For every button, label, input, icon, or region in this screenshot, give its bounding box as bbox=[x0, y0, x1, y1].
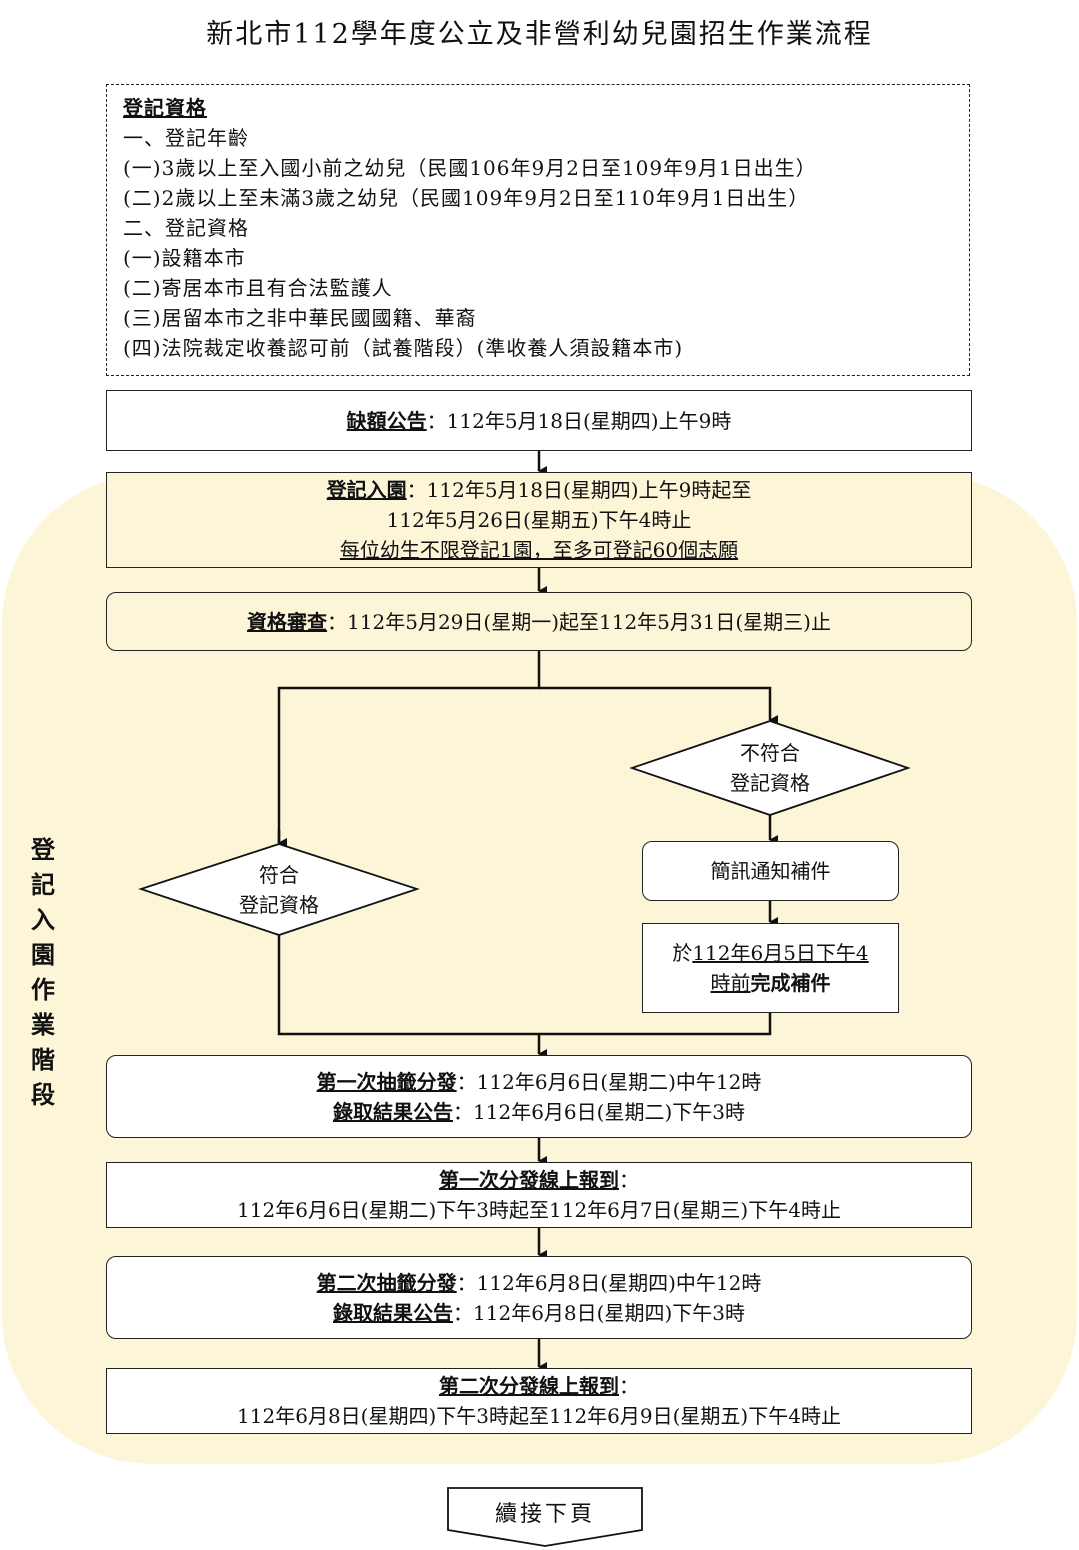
sms-text: 簡訊通知補件 bbox=[710, 859, 831, 883]
not-qualified-diamond bbox=[629, 720, 911, 816]
supplement-date2: 時前 bbox=[710, 971, 751, 995]
qualified-text: 符合 登記資格 bbox=[179, 860, 379, 920]
qualified-diamond bbox=[138, 843, 420, 936]
qualified-line2: 登記資格 bbox=[239, 893, 319, 917]
supplement-pre: 於 bbox=[672, 941, 693, 965]
page-title: 新北市112學年度公立及非營利幼兒園招生作業流程 bbox=[206, 19, 873, 50]
supplement-box: 於112年6月5日下午4 時前完成補件 bbox=[642, 923, 899, 1013]
not-qualified-line2: 登記資格 bbox=[730, 771, 810, 795]
sms-notice-box: 簡訊通知補件 bbox=[642, 841, 899, 901]
stage-label-char: 登 bbox=[31, 835, 55, 864]
stage-label-char: 記 bbox=[31, 870, 55, 899]
supplement-bold: 完成補件 bbox=[750, 971, 831, 995]
qualified-line1: 符合 bbox=[259, 863, 299, 887]
requirement-line: 二、登記資格 bbox=[123, 216, 249, 240]
merge-left-line bbox=[277, 935, 539, 1036]
requirement-line: (二)寄居本市且有合法監護人 bbox=[123, 276, 393, 300]
requirement-line: (四)法院裁定收養認可前（試養階段）(準收養人須設籍本市) bbox=[123, 336, 684, 360]
register-label: 登記入園 bbox=[326, 478, 407, 502]
report2-label: 第二次分發線上報到 bbox=[439, 1374, 619, 1398]
draw2-text1: ：112年6月8日(星期四)中午12時 bbox=[456, 1270, 762, 1295]
review-text: ：112年5月29日(星期一)起至112年5月31日(星期三)止 bbox=[327, 609, 831, 634]
draw2-label2: 錄取結果公告 bbox=[333, 1300, 454, 1325]
report2-colon: ： bbox=[619, 1374, 639, 1398]
review-box: 資格審查：112年5月29日(星期一)起至112年5月31日(星期三)止 bbox=[106, 592, 972, 651]
register-line3: 每位幼生不限登記1園，至多可登記60個志願 bbox=[339, 538, 739, 562]
vacancy-label: 缺額公告 bbox=[346, 408, 427, 433]
stage-label: 登 記 入 園 作 業 階 段 bbox=[28, 832, 58, 1112]
draw1-text1: ：112年6月6日(星期二)中午12時 bbox=[456, 1069, 762, 1094]
vacancy-announcement-box: 缺額公告：112年5月18日(星期四)上午9時 bbox=[106, 390, 972, 451]
first-report-box: 第一次分發線上報到： 112年6月6日(星期二)下午3時起至112年6月7日(星… bbox=[106, 1162, 972, 1228]
report1-colon: ： bbox=[619, 1168, 639, 1192]
branch-split-line bbox=[277, 651, 541, 843]
report1-text: 112年6月6日(星期二)下午3時起至112年6月7日(星期三)下午4時止 bbox=[237, 1198, 841, 1222]
stage-label-char: 入 bbox=[31, 905, 55, 934]
draw1-label1: 第一次抽籤分發 bbox=[316, 1069, 457, 1094]
branch-right-line bbox=[539, 686, 778, 725]
stage-label-char: 業 bbox=[31, 1010, 55, 1039]
draw1-text2: ：112年6月6日(星期二)下午3時 bbox=[453, 1099, 745, 1124]
stage-label-char: 階 bbox=[31, 1045, 55, 1074]
draw2-label1: 第二次抽籤分發 bbox=[316, 1270, 457, 1295]
requirements-box: 登記資格 一、登記年齡 (一)3歲以上至入國小前之幼兒（民國106年9月2日至1… bbox=[106, 84, 970, 376]
report2-text: 112年6月8日(星期四)下午3時起至112年6月9日(星期五)下午4時止 bbox=[237, 1404, 841, 1428]
not-qualified-text: 不符合 登記資格 bbox=[670, 738, 870, 798]
not-qualified-line1: 不符合 bbox=[740, 741, 800, 765]
supplement-date1: 112年6月5日下午4 bbox=[692, 941, 869, 965]
requirement-line: (一)設籍本市 bbox=[123, 246, 246, 270]
requirement-line: (二)2歲以上至未滿3歲之幼兒（民國109年9月2日至110年9月1日出生） bbox=[123, 186, 810, 210]
report1-label: 第一次分發線上報到 bbox=[439, 1168, 619, 1192]
requirement-line: 一、登記年齡 bbox=[123, 126, 249, 150]
review-label: 資格審查 bbox=[247, 609, 328, 634]
second-report-box: 第二次分發線上報到： 112年6月8日(星期四)下午3時起至112年6月9日(星… bbox=[106, 1368, 972, 1434]
stage-label-char: 作 bbox=[31, 975, 55, 1004]
continue-next-page: 續接下頁 bbox=[494, 1502, 595, 1527]
draw2-text2: ：112年6月8日(星期四)下午3時 bbox=[453, 1300, 745, 1325]
first-draw-box: 第一次抽籤分發：112年6月6日(星期二)中午12時 錄取結果公告：112年6月… bbox=[106, 1055, 972, 1138]
registration-box: 登記入園：112年5月18日(星期四)上午9時起至 112年5月26日(星期五)… bbox=[106, 472, 972, 568]
draw1-label2: 錄取結果公告 bbox=[333, 1099, 454, 1124]
requirement-line: (三)居留本市之非中華民國國籍、華裔 bbox=[123, 306, 477, 330]
requirement-line: (一)3歲以上至入國小前之幼兒（民國106年9月2日至109年9月1日出生） bbox=[123, 156, 817, 180]
stage-label-char: 園 bbox=[31, 940, 55, 969]
second-draw-box: 第二次抽籤分發：112年6月8日(星期四)中午12時 錄取結果公告：112年6月… bbox=[106, 1256, 972, 1339]
stage-label-char: 段 bbox=[31, 1080, 55, 1109]
requirements-heading: 登記資格 bbox=[123, 96, 207, 120]
merge-right-line bbox=[539, 1013, 772, 1036]
register-line1: ：112年5月18日(星期四)上午9時起至 bbox=[406, 478, 752, 502]
continue-shape bbox=[447, 1487, 643, 1547]
vacancy-text: ：112年5月18日(星期四)上午9時 bbox=[426, 408, 732, 433]
register-line2: 112年5月26日(星期五)下午4時止 bbox=[386, 508, 692, 532]
